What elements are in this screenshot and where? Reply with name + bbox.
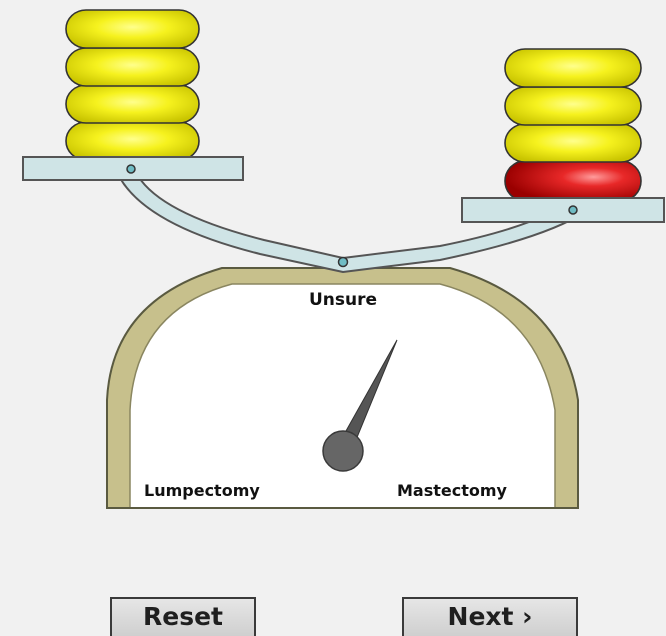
reset-button[interactable]: Reset — [110, 597, 256, 636]
right-weight-3 — [505, 87, 641, 125]
beam-center-pivot — [339, 258, 348, 267]
dial: Unsure Lumpectomy Mastectomy — [107, 268, 578, 508]
right-weight-red — [505, 161, 641, 201]
left-weight-1 — [66, 122, 199, 160]
center-label: Unsure — [309, 290, 377, 310]
dial-face — [130, 284, 555, 508]
right-label: Mastectomy — [397, 481, 508, 500]
left-weight-3 — [66, 48, 199, 86]
left-label: Lumpectomy — [144, 481, 260, 500]
left-pan-pivot — [127, 165, 135, 173]
right-pan-pivot — [569, 206, 577, 214]
left-pan-group — [23, 10, 243, 180]
right-weight-4 — [505, 49, 641, 87]
next-button-label: Next › — [448, 602, 533, 631]
left-weight-2 — [66, 85, 199, 123]
right-weight-2 — [505, 124, 641, 162]
right-pan-group — [462, 49, 664, 222]
next-button[interactable]: Next › — [402, 597, 578, 636]
right-pan — [462, 198, 664, 222]
left-weight-stack — [66, 10, 199, 160]
reset-button-label: Reset — [143, 602, 223, 631]
left-weight-4 — [66, 10, 199, 48]
right-weight-stack — [505, 49, 641, 201]
needle-pivot — [323, 431, 363, 471]
